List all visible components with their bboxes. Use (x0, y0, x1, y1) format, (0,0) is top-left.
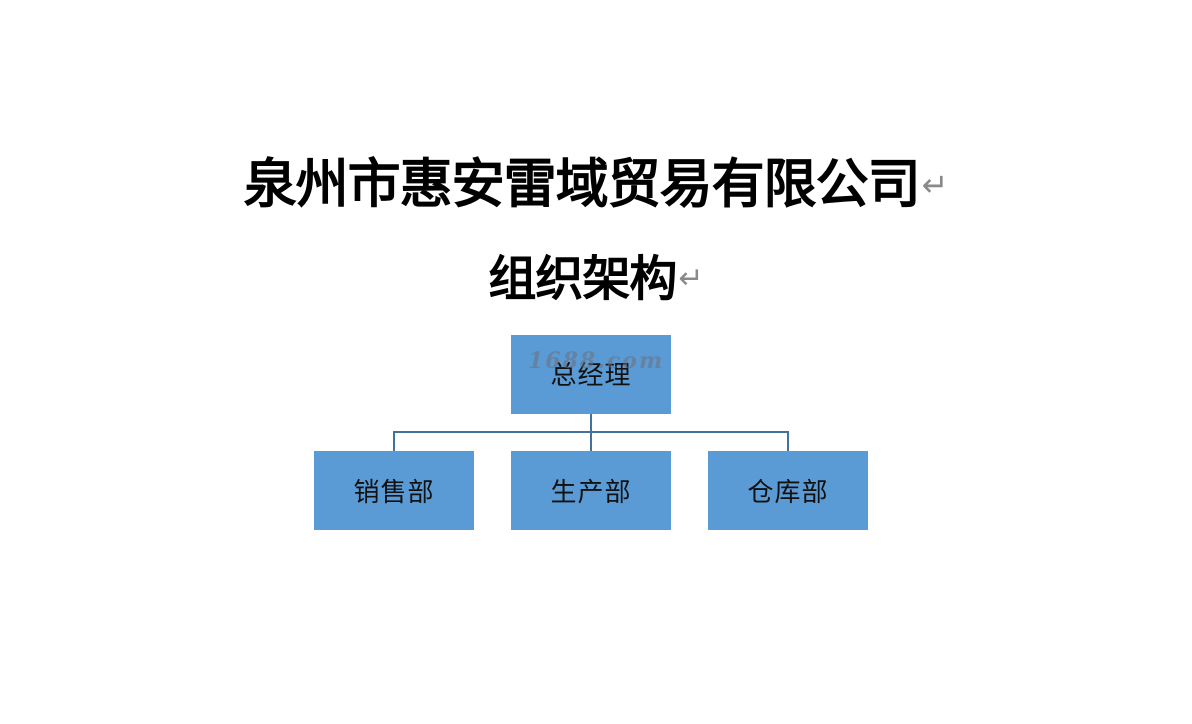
paragraph-mark-icon: ↵ (678, 261, 704, 296)
node-label-sales: 销售部 (353, 478, 435, 508)
node-label-general-manager: 总经理 (550, 361, 632, 391)
org-chart-heading: 组织架构 (488, 251, 677, 307)
paragraph-mark-icon: ↵ (921, 166, 949, 204)
org-node-production[interactable]: 生产部 (511, 451, 671, 530)
node-label-production: 生产部 (550, 478, 632, 508)
company-title: 泉州市惠安雷域贸易有限公司 (243, 154, 921, 215)
document-title-line: 泉州市惠安雷域贸易有限公司↵ (0, 150, 1192, 220)
document-subtitle-line: 组织架构↵ (0, 247, 1192, 311)
org-node-sales[interactable]: 销售部 (314, 451, 474, 530)
org-node-warehouse[interactable]: 仓库部 (708, 451, 868, 530)
org-node-general-manager[interactable]: 总经理 (511, 335, 671, 414)
node-label-warehouse: 仓库部 (747, 478, 829, 508)
